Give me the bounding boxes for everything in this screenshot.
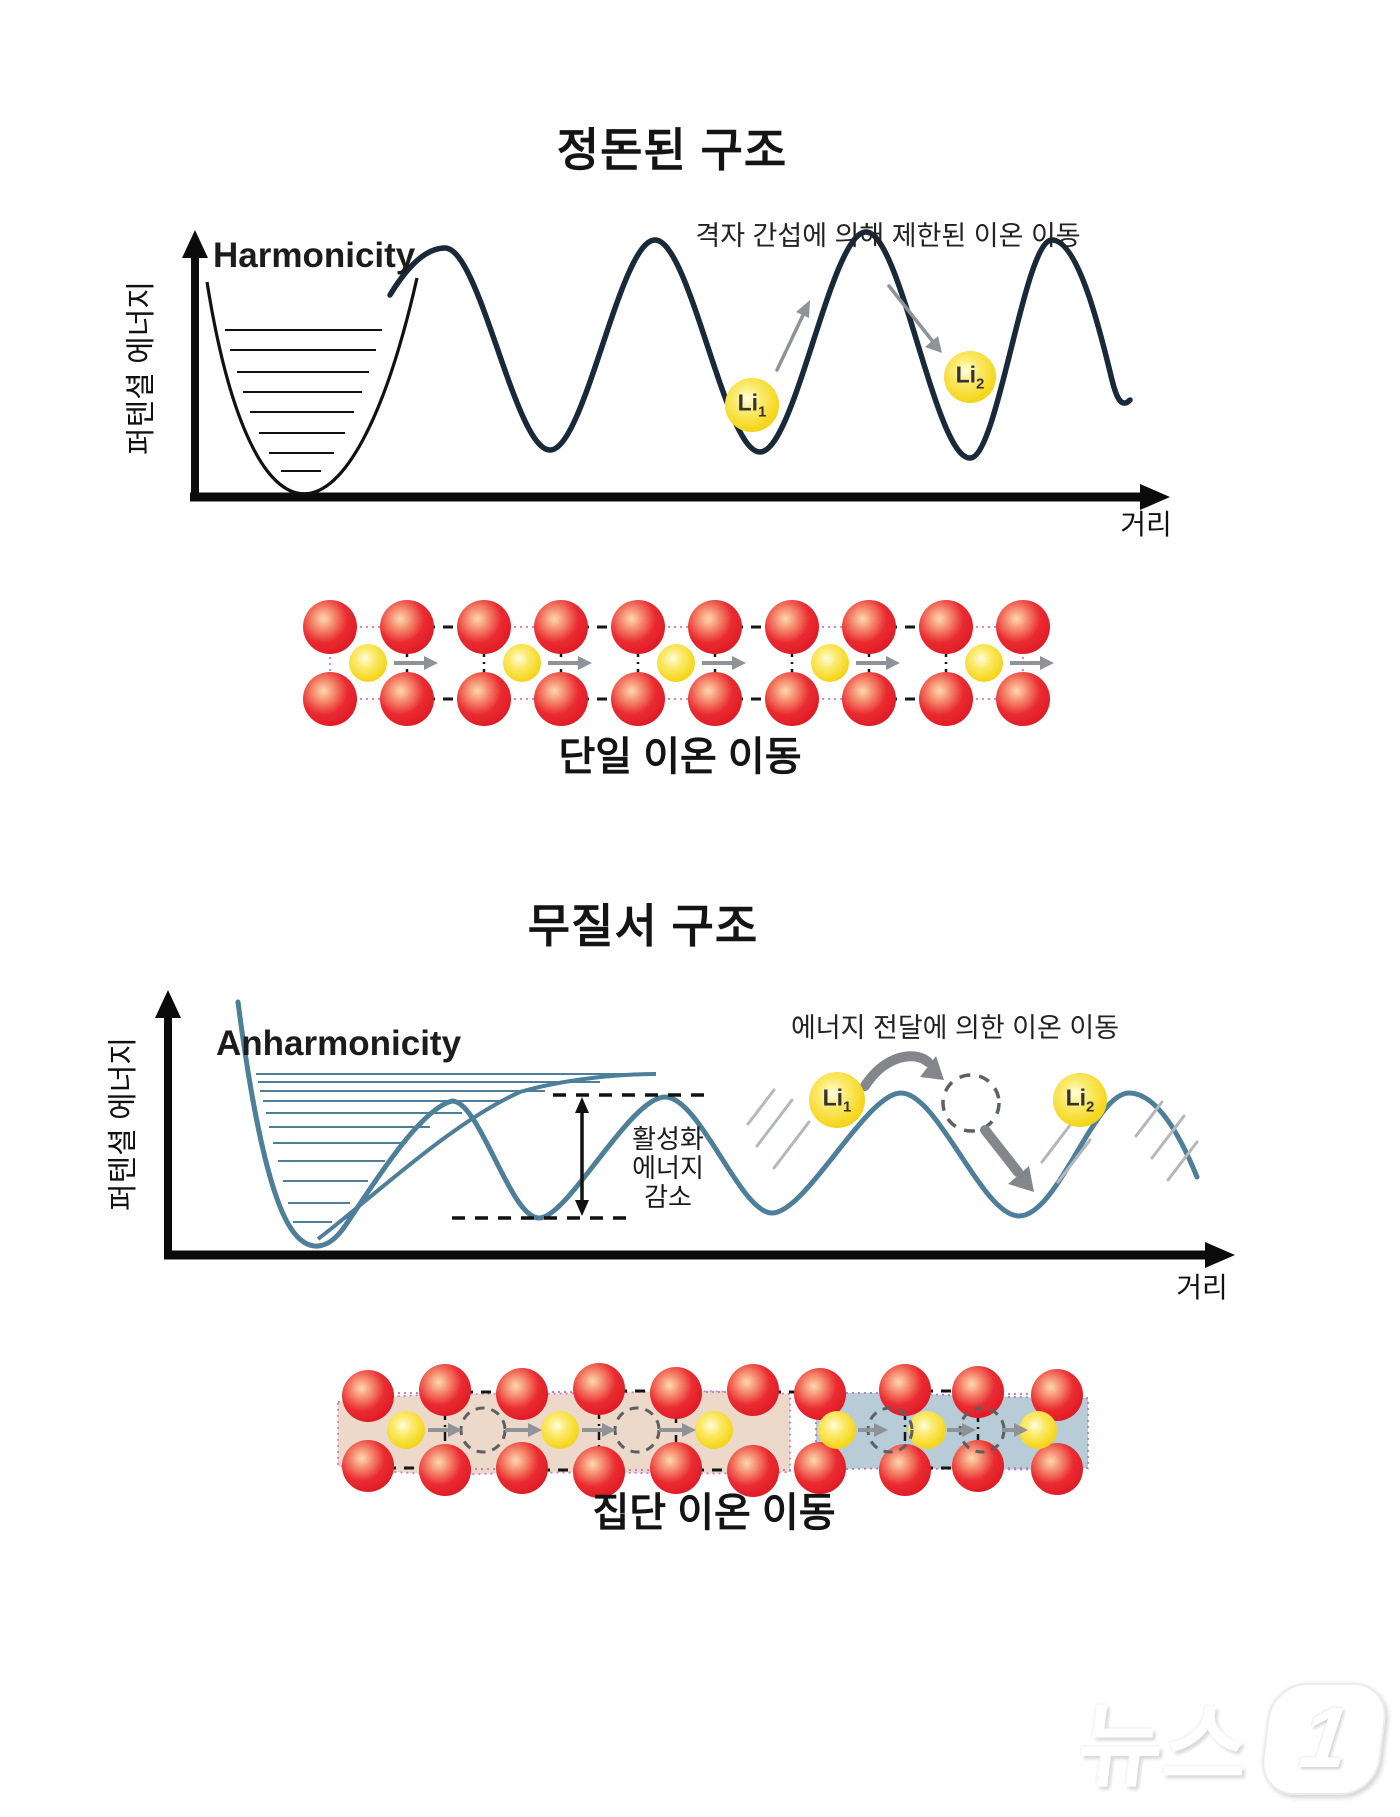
top-x-axis-label: 거리 [1120,509,1172,540]
energy-transfer-arc-arrow [860,1051,944,1091]
top-y-axis-label: 퍼텐셜 에너지 [125,281,158,455]
bottom-lattice-arrows [428,1423,1028,1437]
top-lattice-li-ions [349,644,1003,682]
anharmonic-well [256,1072,657,1241]
watermark-brand-text: 뉴스 [1072,1696,1255,1798]
ordered-potential-curve [387,229,1133,461]
bottom-y-axis-label: 퍼텐셜 에너지 [107,1037,140,1211]
harmonic-energy-levels [225,329,382,472]
collective-ion-migration-label: 집단 이온 이동 [592,1491,836,1535]
hop-down-arrow [887,284,942,353]
bottom-lattice-red-atoms [342,1363,1083,1498]
ordered-annotation: 격자 간섭에 의해 제한된 이온 이동 [695,221,1081,251]
top-lattice-arrows [394,656,1054,670]
single-ion-migration-label: 단일 이온 이동 [558,735,802,779]
disordered-annotation: 에너지 전달에 의한 이온 이동 [790,1013,1120,1043]
top-chart [182,229,1170,510]
harmonic-well [205,277,419,496]
transient-site-dashed-circle [941,1073,1001,1133]
top-li1-ion [725,378,779,432]
top-li2-label: Li2 [955,361,985,393]
anharmonic-energy-levels [256,1073,655,1223]
bottom-chart [155,990,1235,1268]
watermark-one-badge: 1 [1258,1682,1391,1795]
disordered-potential-curve [235,999,1200,1249]
harmonicity-label: Harmonicity [213,236,416,275]
top-lattice [303,600,1054,726]
bottom-li1-label: Li1 [822,1084,852,1116]
anharmonicity-label: Anharmonicity [216,1024,462,1063]
top-li2-ion [944,351,996,403]
disordered-structure-title: 무질서 구조 [527,900,759,952]
activation-energy-text: 활성화 에너지 감소 [632,1124,704,1212]
bottom-lattice [337,1363,1089,1498]
watermark-one-digit: 1 [1294,1690,1355,1786]
hop-up-arrow [775,300,810,372]
top-y-axis [182,230,208,497]
speed-lines [746,1088,1199,1184]
ordered-structure-title: 정돈된 구조 [556,124,788,176]
bottom-x-axis [164,1242,1235,1268]
bottom-x-axis-label: 거리 [1176,1272,1228,1303]
descent-thick-arrow [980,1125,1034,1192]
bottom-li2-ion [1053,1073,1107,1127]
top-li1-label: Li1 [737,389,767,421]
activation-energy-marker [452,1093,712,1220]
bottom-y-axis [155,990,181,1257]
bottom-li2-label: Li2 [1065,1084,1095,1116]
bottom-li1-ion [809,1072,865,1128]
top-x-axis [190,484,1170,510]
bottom-lattice-li-ions [387,1411,1057,1449]
news1-watermark: 뉴스 1 [1072,1672,1392,1805]
top-lattice-red-atoms [303,600,1050,726]
